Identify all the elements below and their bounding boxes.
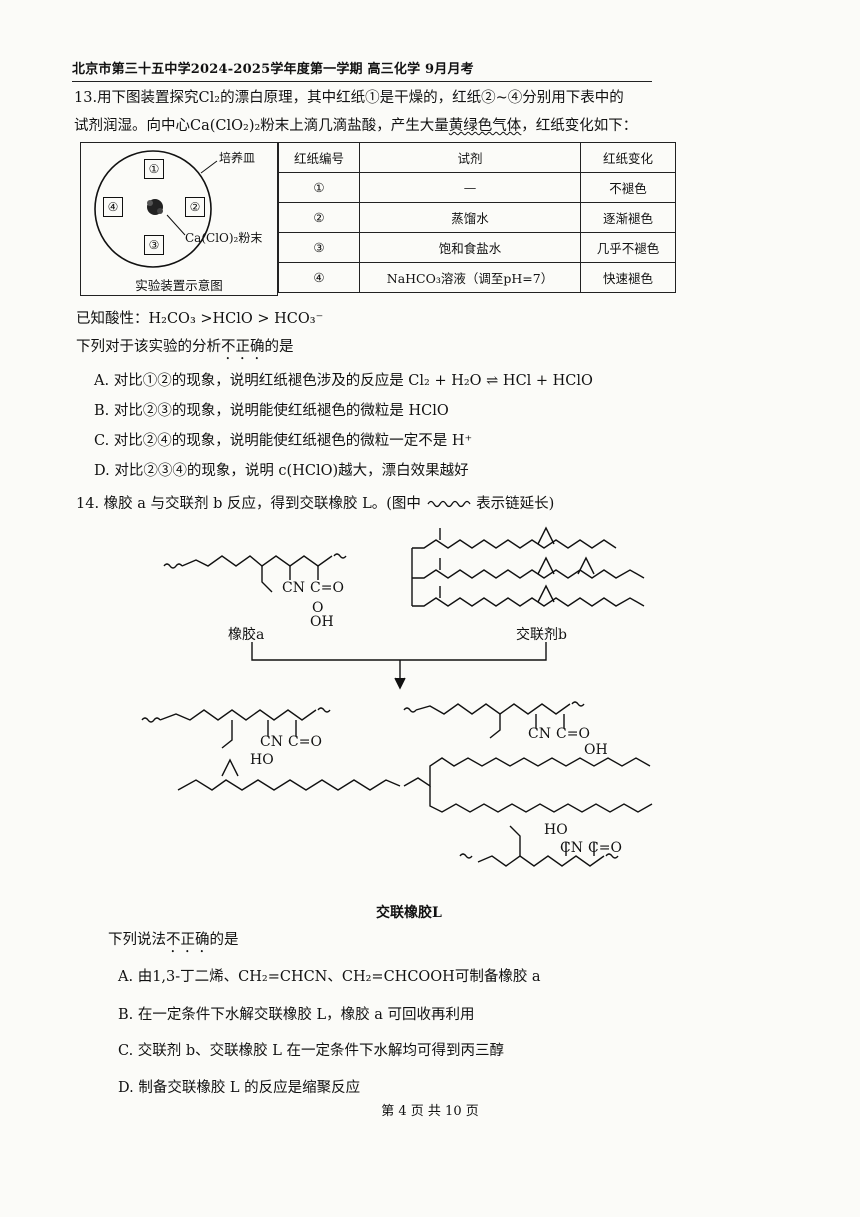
q13-option-a: A. 对比①②的现象，说明红纸褪色涉及的反应是 Cl₂ + H₂O ⇌ HCl … bbox=[94, 373, 593, 389]
label-crosslinker-b: 交联剂b bbox=[516, 627, 567, 643]
table-header: 试剂 bbox=[359, 142, 581, 173]
table-cell: 饱和食盐水 bbox=[359, 232, 581, 263]
q13-stem-line1: 13.用下图装置探究Cl₂的漂白原理，其中红纸①是干燥的，红纸②~④分别用下表中… bbox=[74, 90, 624, 106]
wavy-chain-icon bbox=[426, 500, 471, 508]
q14-ask-pre: 下列说法 bbox=[108, 932, 166, 948]
q13-option-b: B. 对比②③的现象，说明能使红纸褪色的微粒是 HClO bbox=[94, 403, 449, 419]
table-header: 红纸变化 bbox=[580, 142, 676, 173]
table-cell: ③ bbox=[278, 232, 360, 263]
q13-stem-line2-pre: 试剂润湿。向中心Ca(ClO₂)₂粉末上滴几滴盐酸，产生大量 bbox=[74, 118, 449, 134]
table-cell: 快速褪色 bbox=[580, 262, 676, 293]
reagent-table: 红纸编号 试剂 红纸变化 ① — 不褪色 ② 蒸馏水 逐渐褪色 ③ 饱和食盐水 … bbox=[278, 142, 676, 293]
q13-ask-post: 的是 bbox=[264, 339, 294, 355]
q14-stem-pre: 14. 橡胶 a 与交联剂 b 反应，得到交联橡胶 L。(图中 bbox=[76, 496, 421, 512]
q13-option-d: D. 对比②③④的现象，说明 c(HClO)越大，漂白效果越好 bbox=[94, 463, 469, 479]
q14-stem: 14. 橡胶 a 与交联剂 b 反应，得到交联橡胶 L。(图中 表示链延长) bbox=[76, 492, 554, 513]
crosslinked-rubber-structure bbox=[141, 701, 653, 867]
crosslinker-b-structure bbox=[411, 526, 645, 607]
diagram-caption: 实验装置示意图 bbox=[135, 278, 223, 293]
atom-label: OH bbox=[584, 742, 608, 758]
q14-option-d: D. 制备交联橡胶 L 的反应是缩聚反应 bbox=[118, 1080, 361, 1096]
atom-label: OH bbox=[310, 614, 334, 630]
q14-ask: 下列说法不正确的是 bbox=[108, 928, 239, 956]
q14-ask-emph: 不正确 bbox=[166, 932, 210, 948]
paper-3-marker: ③ bbox=[144, 235, 164, 255]
petri-dish-drawing bbox=[94, 150, 218, 268]
table-cell: 逐渐褪色 bbox=[580, 202, 676, 233]
reaction-arrow bbox=[251, 642, 547, 690]
atom-label: C=O bbox=[556, 726, 590, 742]
table-cell: 几乎不褪色 bbox=[580, 232, 676, 263]
label-crosslinked-L: 交联橡胶L bbox=[376, 905, 442, 921]
atom-label: CN bbox=[560, 840, 583, 856]
q13-ask-emph: 不正确 bbox=[221, 339, 265, 355]
exam-header: 北京市第三十五中学2024-2025学年度第一学期 高三化学 9月月考 bbox=[72, 58, 652, 82]
paper-1-marker: ① bbox=[144, 159, 164, 179]
powder-label: Ca(ClO)₂粉末 bbox=[185, 231, 263, 245]
chemistry-structures bbox=[141, 526, 653, 867]
q14-option-a: A. 由1,3-丁二烯、CH₂=CHCN、CH₂=CHCOOH可制备橡胶 a bbox=[118, 969, 541, 985]
q14-option-b: B. 在一定条件下水解交联橡胶 L，橡胶 a 可回收再利用 bbox=[118, 1007, 475, 1023]
q14-stem-post: 表示链延长) bbox=[476, 496, 555, 512]
table-row: ④ NaHCO₃溶液（调至pH=7） 快速褪色 bbox=[278, 262, 676, 293]
powder-icon bbox=[147, 199, 163, 215]
q13-stem-line2: 试剂润湿。向中心Ca(ClO₂)₂粉末上滴几滴盐酸，产生大量黄绿色气体，红纸变化… bbox=[74, 114, 637, 135]
table-cell: ④ bbox=[278, 262, 360, 293]
atom-label: CN bbox=[260, 734, 283, 750]
q13-wavy-underlined: 黄绿色气体 bbox=[448, 118, 522, 134]
atom-label: C=O bbox=[288, 734, 322, 750]
atom-label: C=O bbox=[310, 580, 344, 596]
rubber-a-structure bbox=[163, 553, 347, 593]
atom-label: CN bbox=[282, 580, 305, 596]
q14-ask-post: 的是 bbox=[209, 932, 239, 948]
atom-label: C=O bbox=[588, 840, 622, 856]
q13-ask-pre: 下列对于该实验的分析 bbox=[76, 339, 221, 355]
table-row: ③ 饱和食盐水 几乎不褪色 bbox=[278, 232, 676, 263]
atom-label: O bbox=[312, 600, 324, 616]
dish-label: 培养皿 bbox=[219, 151, 256, 165]
acidity-note: 已知酸性：H₂CO₃ >HClO > HCO₃⁻ bbox=[76, 311, 324, 327]
table-header-row: 红纸编号 试剂 红纸变化 bbox=[278, 142, 676, 173]
table-row: ① — 不褪色 bbox=[278, 172, 676, 203]
atom-label: CN bbox=[528, 726, 551, 742]
page-footer: 第 4 页 共 10 页 bbox=[381, 1104, 479, 1119]
q14-option-c: C. 交联剂 b、交联橡胶 L 在一定条件下水解均可得到丙三醇 bbox=[118, 1043, 505, 1059]
q13-stem-line2-post: ，红纸变化如下： bbox=[521, 118, 638, 134]
q13-ask: 下列对于该实验的分析不正确的是 bbox=[76, 335, 294, 363]
q13-option-c: C. 对比②④的现象，说明能使红纸褪色的微粒一定不是 H⁺ bbox=[94, 433, 473, 449]
paper-2-marker: ② bbox=[185, 197, 205, 217]
experiment-diagram: ① ② ③ ④ 培养皿 Ca(ClO)₂粉末 实验装置示意图 bbox=[80, 142, 278, 296]
atom-label: HO bbox=[250, 752, 274, 768]
table-cell: ① bbox=[278, 172, 360, 203]
label-rubber-a: 橡胶a bbox=[228, 627, 265, 643]
paper-4-marker: ④ bbox=[103, 197, 123, 217]
atom-label: HO bbox=[544, 822, 568, 838]
